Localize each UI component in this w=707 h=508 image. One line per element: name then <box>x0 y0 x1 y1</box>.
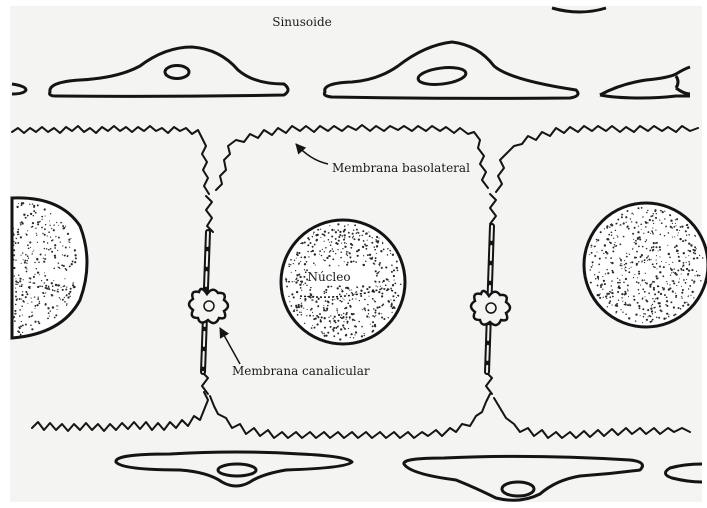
basolateral-membrane-label: Membrana basolateral <box>332 161 470 175</box>
bile-canaliculus-right <box>471 291 510 325</box>
bile-canaliculus-left <box>189 289 228 323</box>
nucleus-label: Núcleo <box>307 270 350 284</box>
canalicular-membrane-label: Membrana canalicular <box>232 364 370 378</box>
sinusoid-label: Sinusoide <box>272 15 332 29</box>
